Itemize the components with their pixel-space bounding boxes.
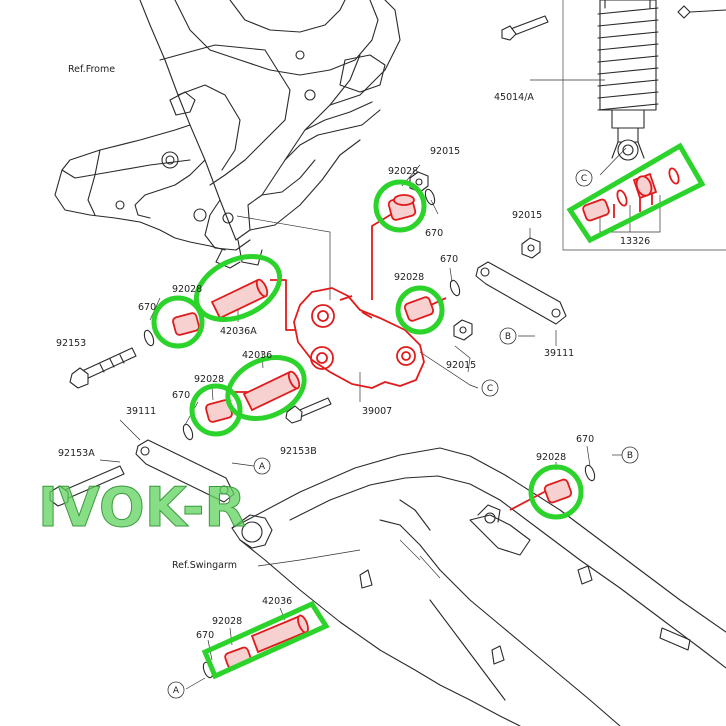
svg-text:B: B — [627, 451, 633, 461]
svg-text:A: A — [259, 462, 266, 472]
callout-b-mid: B — [499, 327, 517, 345]
nut-92015-lower — [453, 319, 473, 341]
label-92028-top: 92028 — [388, 166, 418, 177]
top-bolt — [501, 15, 549, 41]
leader-lines — [99, 79, 661, 690]
label-42036-bottom: 42036 — [262, 596, 292, 607]
bushing-42036A — [210, 278, 269, 320]
label-670-left: 670 — [138, 302, 156, 313]
frame-drawing — [54, 0, 401, 269]
bolt-92153A — [49, 465, 125, 507]
ref-frame-label: Ref.Frome — [68, 64, 115, 75]
label-92015-lower: 92015 — [446, 360, 476, 371]
label-92028-left: 92028 — [172, 284, 202, 295]
svg-text:C: C — [487, 384, 493, 394]
nut-92015-right — [521, 237, 541, 259]
svg-text:A: A — [173, 686, 180, 696]
label-92153B: 92153B — [280, 446, 317, 457]
callout-a-bottom: A — [167, 681, 185, 699]
label-13326: 13326 — [620, 236, 650, 247]
callout-b-right: B — [621, 446, 639, 464]
ref-swingarm-label: Ref.Swingarm — [172, 560, 237, 571]
callout-c-top: C — [575, 169, 593, 187]
part-labels: Ref.Frome Ref.Swingarm 92028 92015 670 4… — [56, 64, 650, 641]
label-92015-right: 92015 — [512, 210, 542, 221]
callout-a-mid: A — [253, 457, 271, 475]
bushing-42036-mid — [242, 370, 301, 412]
swingarm-drawing — [231, 447, 726, 726]
label-42036A: 42036A — [220, 326, 257, 337]
link-rod-right — [475, 261, 567, 325]
label-92153: 92153 — [56, 338, 86, 349]
label-92028-mid: 92028 — [394, 272, 424, 283]
bushing-42036-bottom — [250, 614, 309, 654]
label-670-mid2: 670 — [172, 390, 190, 401]
callout-c-mid: C — [481, 379, 499, 397]
label-92028-bottom: 92028 — [212, 616, 242, 627]
label-42036-mid: 42036 — [242, 350, 272, 361]
label-670-top: 670 — [425, 228, 443, 239]
label-45014A: 45014/A — [494, 92, 534, 103]
rocker-arm-39007 — [293, 287, 425, 389]
label-39111-right: 39111 — [544, 348, 574, 359]
label-670-mid: 670 — [440, 254, 458, 265]
label-92028-right: 92028 — [536, 452, 566, 463]
label-92028-mid2: 92028 — [194, 374, 224, 385]
bearing-sleeves — [172, 167, 680, 670]
label-39007: 39007 — [362, 406, 392, 417]
bolt-92153 — [69, 347, 137, 389]
svg-text:C: C — [581, 174, 587, 184]
green-highlights — [151, 142, 706, 680]
link-rod-left — [135, 439, 235, 503]
label-39111-left: 39111 — [126, 406, 156, 417]
label-670-bottom: 670 — [196, 630, 214, 641]
bolt-92153B — [285, 397, 332, 424]
label-670-right: 670 — [576, 434, 594, 445]
label-92153A: 92153A — [58, 448, 95, 459]
shock-absorber-drawing — [562, 0, 726, 251]
watermark: IVOK-R — [38, 476, 246, 539]
label-92015-top: 92015 — [430, 146, 460, 157]
svg-text:B: B — [505, 332, 511, 342]
